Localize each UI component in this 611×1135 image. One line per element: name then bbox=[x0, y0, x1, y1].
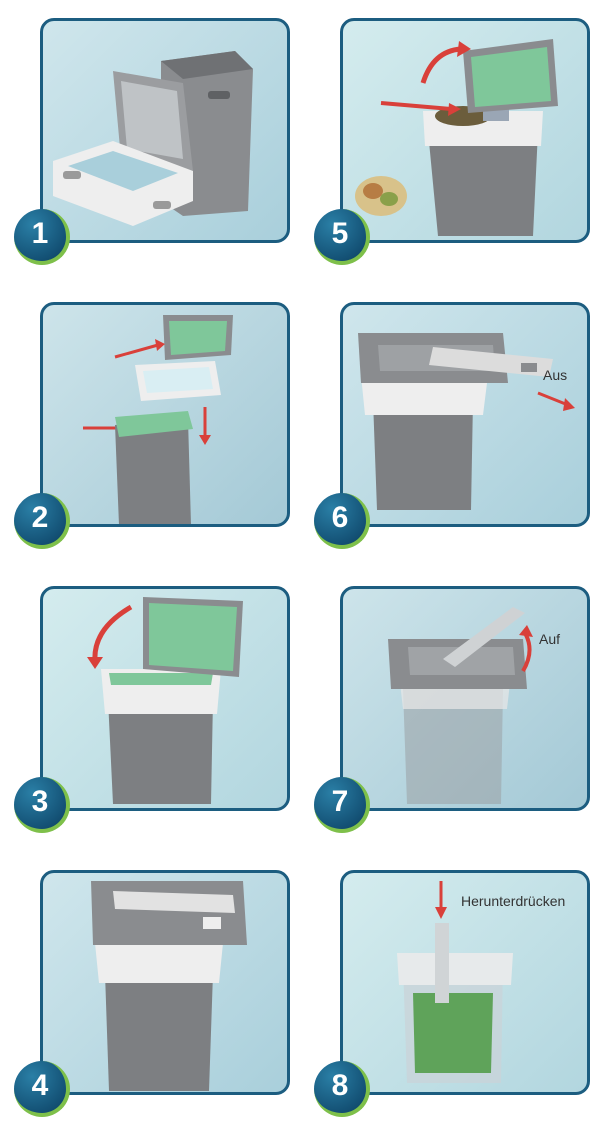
step-4-illustration bbox=[91, 881, 247, 1091]
step-7-number-badge: 7 bbox=[314, 777, 370, 833]
step-8-panel: Herunterdrücken bbox=[340, 870, 590, 1095]
step-8-number-badge: 8 bbox=[314, 1061, 370, 1117]
step-8-illustration bbox=[397, 881, 513, 1083]
step-1: 1 bbox=[14, 18, 290, 265]
step-4-number-badge: 4 bbox=[14, 1061, 70, 1117]
step-2-panel bbox=[40, 302, 290, 527]
step-2-illustration bbox=[83, 315, 233, 524]
step-4: 4 bbox=[14, 870, 290, 1117]
step-5-panel bbox=[340, 18, 590, 243]
step-1-illustration bbox=[53, 51, 253, 226]
step-1-panel bbox=[40, 18, 290, 243]
step-5: 5 bbox=[314, 18, 590, 265]
step-5-number-badge: 5 bbox=[314, 209, 370, 265]
step-6-label: Aus bbox=[543, 367, 568, 383]
step-3-panel bbox=[40, 586, 290, 811]
step-6: Aus 6 bbox=[314, 302, 590, 549]
step-7-label: Auf bbox=[539, 631, 561, 647]
step-6-illustration bbox=[358, 333, 575, 510]
step-5-illustration bbox=[355, 39, 558, 236]
step-2: 2 bbox=[14, 302, 290, 549]
step-3: 3 bbox=[14, 586, 290, 833]
step-7-panel: Auf bbox=[340, 586, 590, 811]
step-8-label: Herunterdrücken bbox=[461, 893, 566, 909]
step-8: Herunterdrücken 8 bbox=[314, 870, 590, 1117]
step-6-number-badge: 6 bbox=[314, 493, 370, 549]
step-3-illustration bbox=[87, 597, 243, 804]
step-1-number-badge: 1 bbox=[14, 209, 70, 265]
step-7: Auf 7 bbox=[314, 586, 590, 833]
step-2-number-badge: 2 bbox=[14, 493, 70, 549]
step-7-illustration bbox=[388, 607, 533, 804]
step-3-number-badge: 3 bbox=[14, 777, 70, 833]
step-4-panel bbox=[40, 870, 290, 1095]
step-6-panel: Aus bbox=[340, 302, 590, 527]
